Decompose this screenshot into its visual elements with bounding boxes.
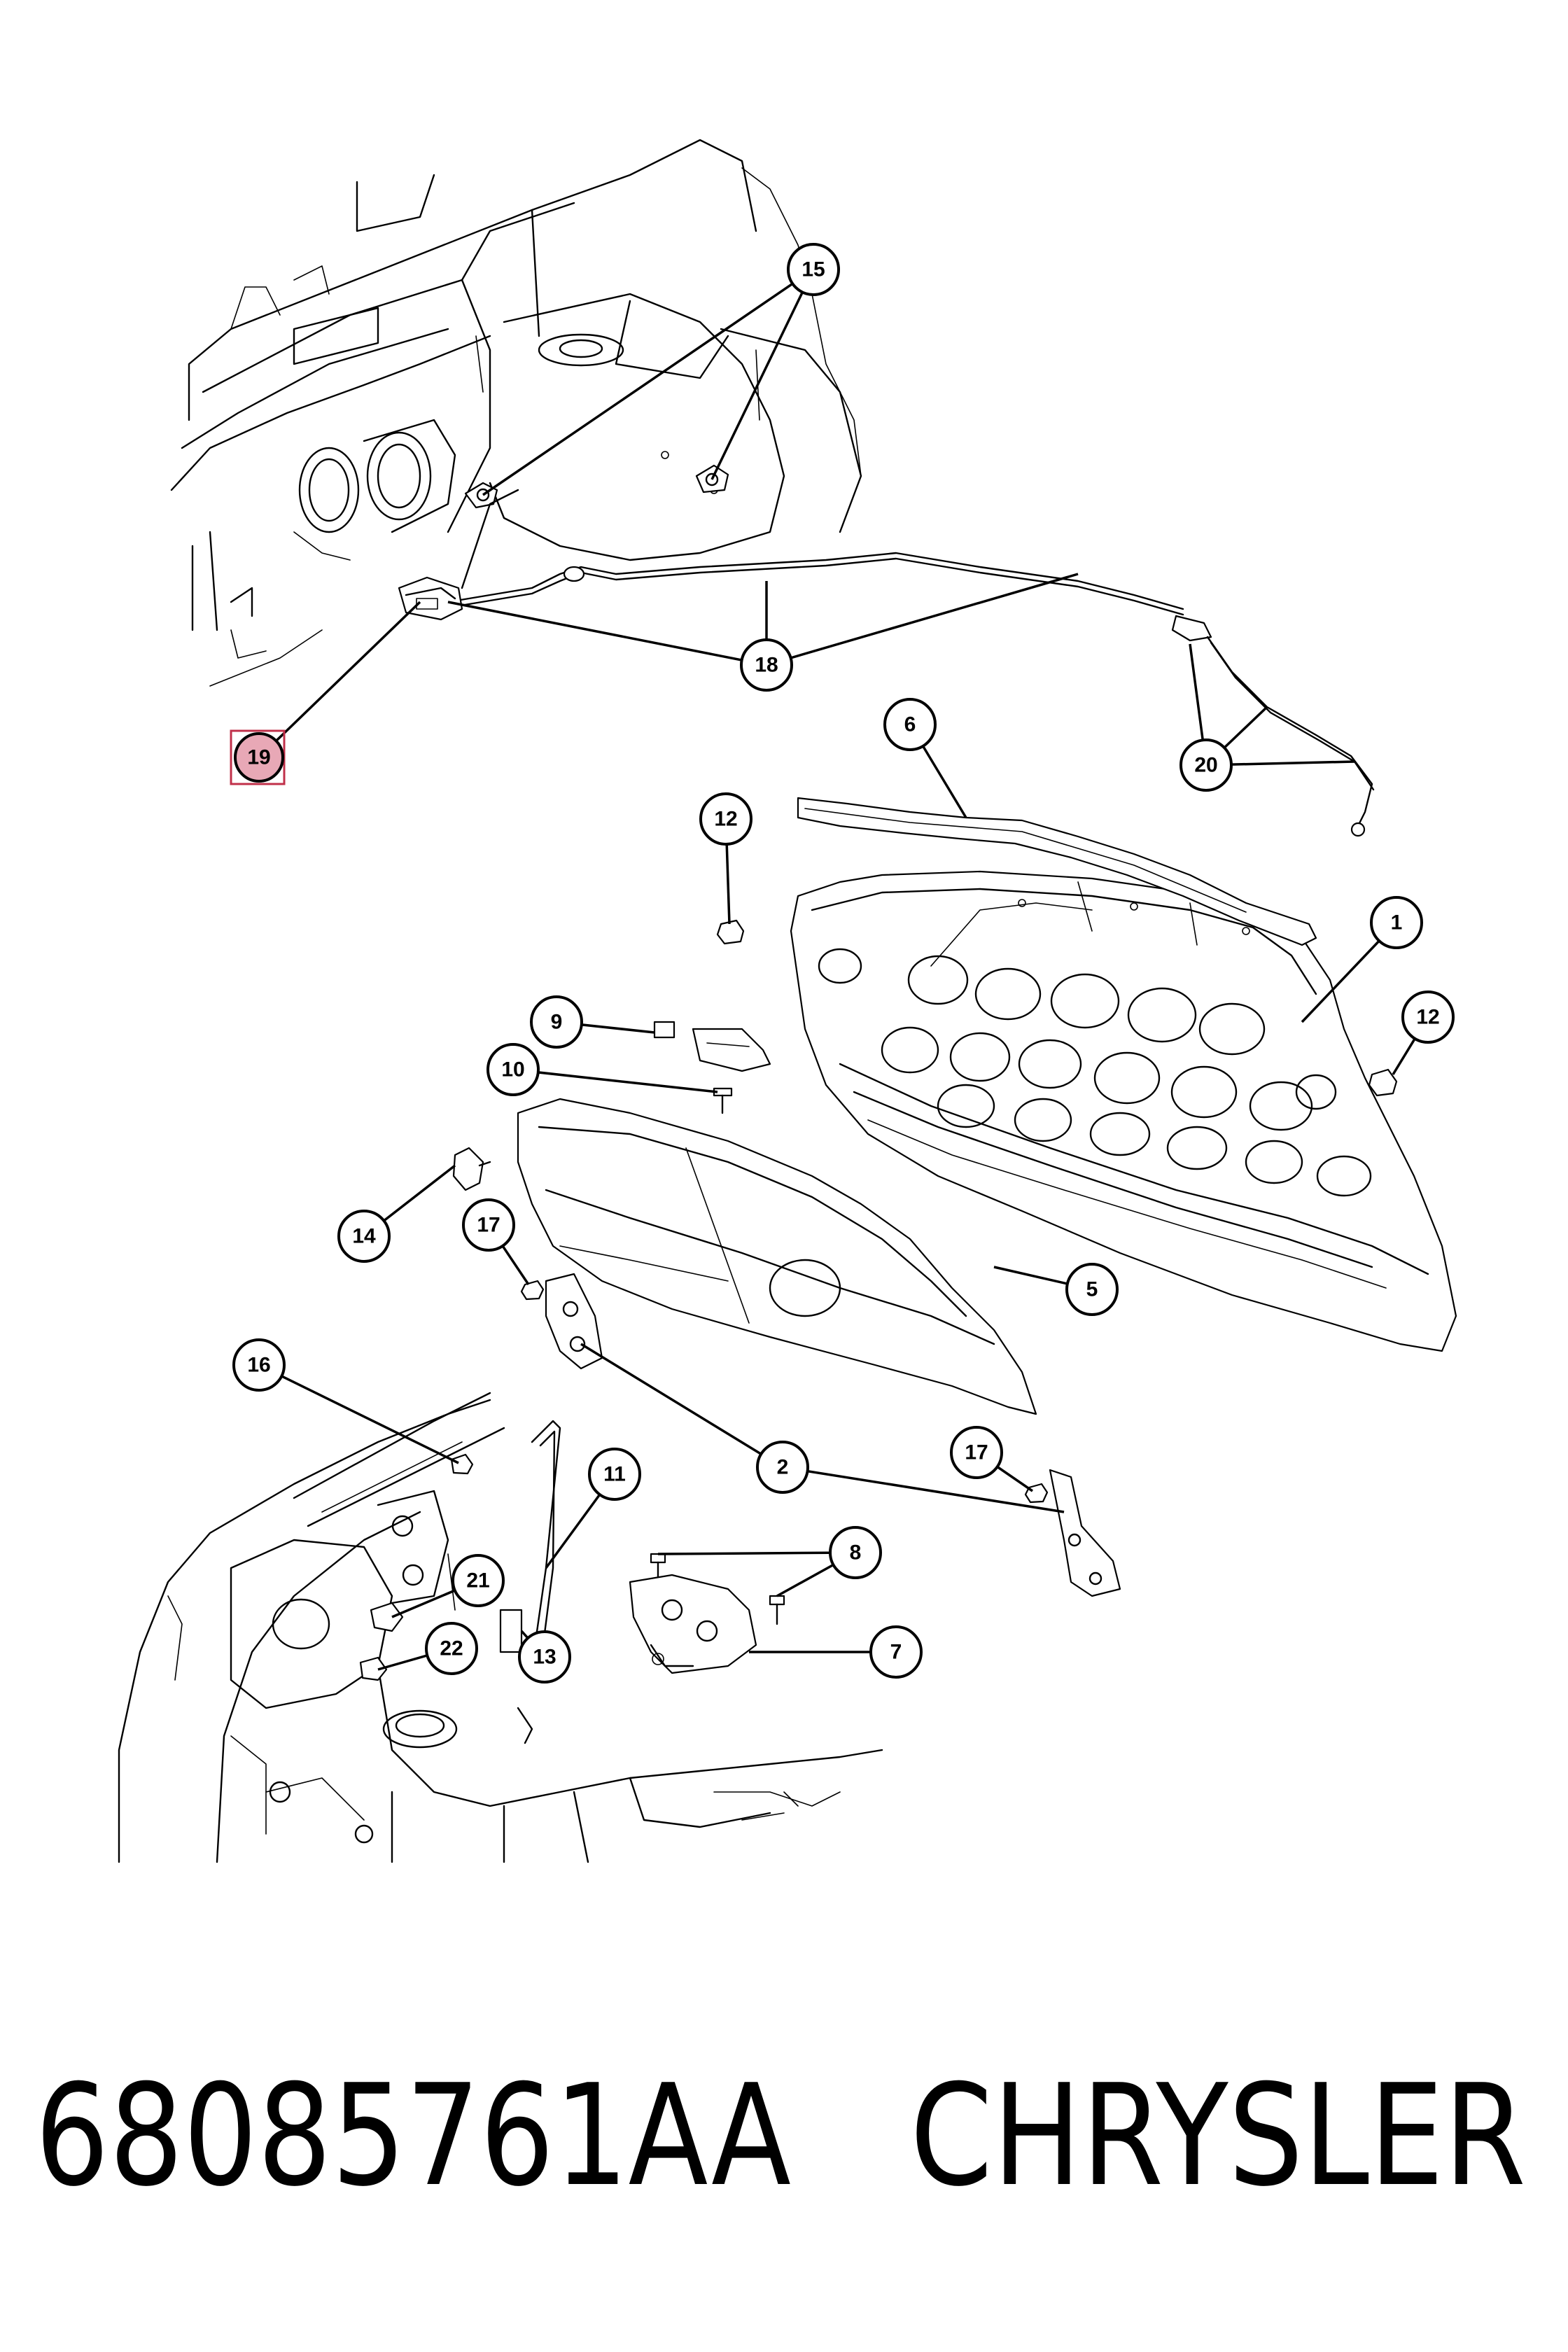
svg-text:16: 16 (247, 1354, 270, 1377)
svg-text:8: 8 (850, 1541, 862, 1564)
svg-text:12: 12 (1416, 1006, 1439, 1029)
callout-11: 11 (588, 1448, 641, 1501)
hood-hinge-2-left (545, 1273, 603, 1370)
screw-10 (713, 1087, 733, 1114)
svg-text:21: 21 (466, 1569, 489, 1592)
svg-text:9: 9 (551, 1011, 563, 1034)
bumper-fastener-16 (450, 1453, 474, 1475)
callout-12-right: 12 (1401, 990, 1455, 1044)
front-end-structure-drawing (118, 1392, 883, 1863)
hood-release-cable (447, 489, 1184, 616)
brand-name: CHRYSLER (910, 2054, 1526, 2218)
callout-9: 9 (530, 995, 583, 1049)
push-pin-14 (452, 1147, 491, 1191)
bolts-8 (650, 1553, 785, 1625)
hood-hinge-2-right (1049, 1469, 1121, 1597)
callout-15: 15 (787, 243, 840, 296)
hood-bumper-22 (359, 1656, 388, 1681)
svg-text:17: 17 (477, 1214, 500, 1237)
caption-bar: 68085761AA CHRYSLER (35, 2054, 1526, 2218)
hood-latch-7 (629, 1574, 757, 1674)
nut-17-left (520, 1280, 545, 1301)
part-number: 68085761AA (35, 2054, 791, 2218)
callout-17-right: 17 (950, 1426, 1003, 1479)
insulator-pad-5 (517, 1098, 1037, 1415)
hood-bracing-pockets (881, 955, 1372, 1197)
callout-8: 8 (829, 1526, 882, 1579)
callout-2: 2 (756, 1441, 809, 1494)
callout-19-highlighted: 19 (230, 729, 286, 785)
svg-text:12: 12 (714, 808, 737, 831)
prop-rod-11 (499, 1420, 561, 1744)
callout-5: 5 (1065, 1263, 1119, 1316)
svg-text:13: 13 (533, 1646, 556, 1669)
svg-text:17: 17 (965, 1441, 988, 1464)
callout-16: 16 (232, 1338, 286, 1392)
svg-text:5: 5 (1086, 1278, 1098, 1301)
svg-text:6: 6 (904, 713, 916, 736)
callout-1: 1 (1370, 896, 1423, 949)
parts-diagram: 15 18 19 20 6 12 1 12 9 10 14 (118, 139, 1457, 1863)
svg-text:22: 22 (440, 1637, 463, 1660)
callout-10: 10 (486, 1043, 540, 1096)
clip-9 (653, 1021, 771, 1072)
callout-14: 14 (337, 1210, 391, 1263)
callout-12-upper: 12 (699, 792, 752, 846)
svg-text:11: 11 (603, 1463, 626, 1486)
svg-text:7: 7 (890, 1641, 902, 1664)
callout-18: 18 (740, 638, 793, 692)
callout-22: 22 (425, 1622, 478, 1675)
cable-end-20 (1171, 615, 1375, 837)
nut-12-right (1368, 1068, 1398, 1097)
svg-text:14: 14 (352, 1225, 376, 1248)
callout-6: 6 (883, 698, 937, 751)
svg-text:10: 10 (501, 1058, 524, 1082)
svg-text:19: 19 (247, 746, 270, 769)
grommet-15-left (464, 482, 498, 509)
callout-7: 7 (869, 1625, 923, 1679)
svg-text:15: 15 (802, 258, 825, 281)
callout-17-left: 17 (462, 1198, 515, 1252)
callout-21: 21 (451, 1554, 505, 1607)
nut-12-upper (716, 919, 745, 945)
svg-text:20: 20 (1194, 754, 1217, 777)
svg-text:18: 18 (755, 654, 778, 677)
hood-bumper-21 (370, 1602, 404, 1632)
svg-text:2: 2 (777, 1456, 789, 1479)
callout-13: 13 (518, 1630, 571, 1684)
hood-panel-1 (790, 870, 1457, 1352)
svg-text:1: 1 (1391, 911, 1403, 934)
cowl-panel-drawing (170, 139, 862, 687)
callout-20: 20 (1180, 738, 1233, 792)
hood-seal-6 (797, 797, 1317, 946)
release-handle-19 (398, 576, 463, 621)
nut-17-right (1024, 1483, 1049, 1504)
